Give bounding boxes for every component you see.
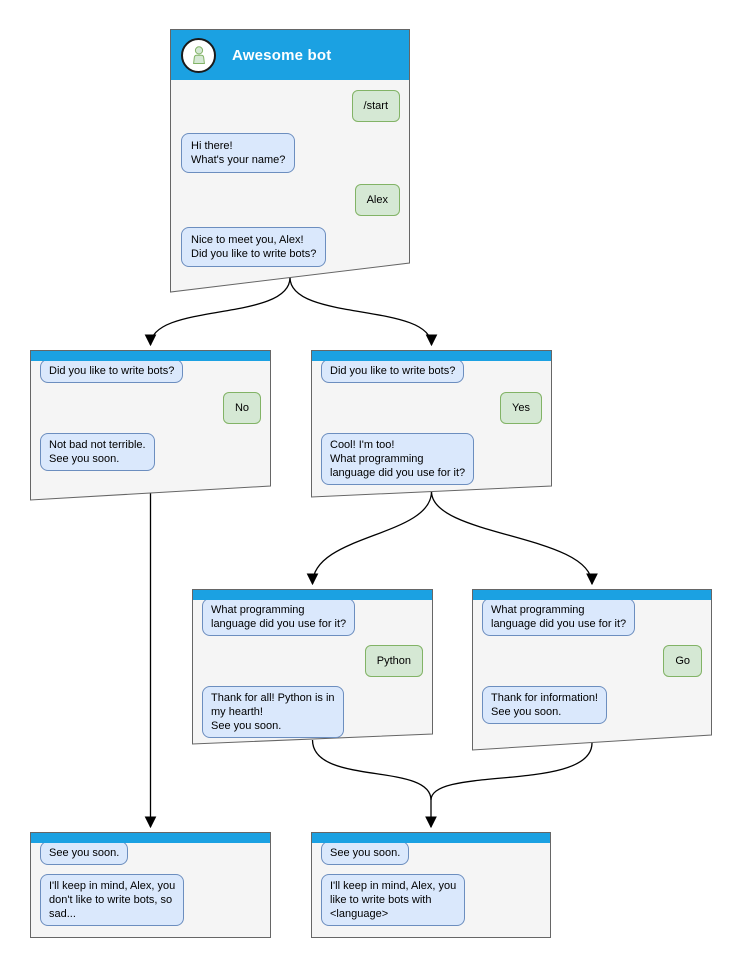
end-node-no: See you soon. I'll keep in mind, Alex, y…	[30, 832, 271, 938]
bot-message-bubble: Nice to meet you, Alex! Did you like to …	[181, 227, 327, 267]
chat-title: Awesome bot	[232, 46, 332, 64]
end-node-yes: See you soon. I'll keep in mind, Alex, y…	[311, 832, 551, 938]
bot-message-bubble: Cool! I'm too! What programming language…	[321, 433, 475, 485]
branch-node-no: Did you like to write bots? No Not bad n…	[30, 350, 271, 501]
branch-node-python: What programming language did you use fo…	[192, 589, 433, 745]
bot-message-bubble: Hi there! What's your name?	[181, 133, 296, 173]
edge-yes-to-go	[430, 491, 598, 586]
user-message-bubble: Python	[364, 645, 423, 677]
chat-header: Awesome bot	[171, 30, 409, 80]
branch-header	[31, 833, 270, 843]
edge-yes-to-python	[306, 491, 433, 586]
bot-message-bubble: Thank for all! Python is in my hearth! S…	[202, 686, 344, 738]
branch-node-go: What programming language did you use fo…	[472, 589, 712, 751]
person-icon	[192, 46, 205, 64]
bot-message-bubble: I'll keep in mind, Alex, you don't like …	[40, 874, 185, 926]
branch-header	[312, 833, 550, 843]
bot-message-bubble: What programming language did you use fo…	[202, 598, 356, 636]
branch-header	[193, 590, 432, 600]
user-message-bubble: /start	[351, 90, 400, 122]
branch-node-yes: Did you like to write bots? Yes Cool! I'…	[311, 350, 552, 498]
edge-python-to-end-yes	[311, 739, 437, 829]
branch-header	[473, 590, 711, 600]
bot-message-bubble: What programming language did you use fo…	[482, 598, 636, 636]
branch-header	[31, 351, 270, 361]
bot-message-bubble: Not bad not terrible. See you soon.	[40, 433, 155, 471]
bot-avatar	[181, 37, 216, 73]
bot-message-bubble: See you soon.	[321, 841, 410, 865]
bot-message-bubble: I'll keep in mind, Alex, you like to wri…	[321, 874, 466, 926]
bot-message-bubble: Thank for information! See you soon.	[482, 686, 607, 724]
bot-message-bubble: Did you like to write bots?	[321, 359, 465, 383]
edge-go-to-end-yes	[430, 742, 593, 801]
user-message-bubble: Go	[663, 645, 702, 677]
chat-window-awesome-bot: Awesome bot /start Hi there! What's your…	[170, 29, 410, 293]
bot-message-bubble: Did you like to write bots?	[40, 359, 184, 383]
user-message-bubble: Yes	[500, 392, 542, 424]
bot-message-bubble: See you soon.	[40, 841, 129, 865]
branch-header	[312, 351, 551, 361]
user-message-bubble: Alex	[354, 184, 400, 216]
user-message-bubble: No	[222, 392, 261, 424]
